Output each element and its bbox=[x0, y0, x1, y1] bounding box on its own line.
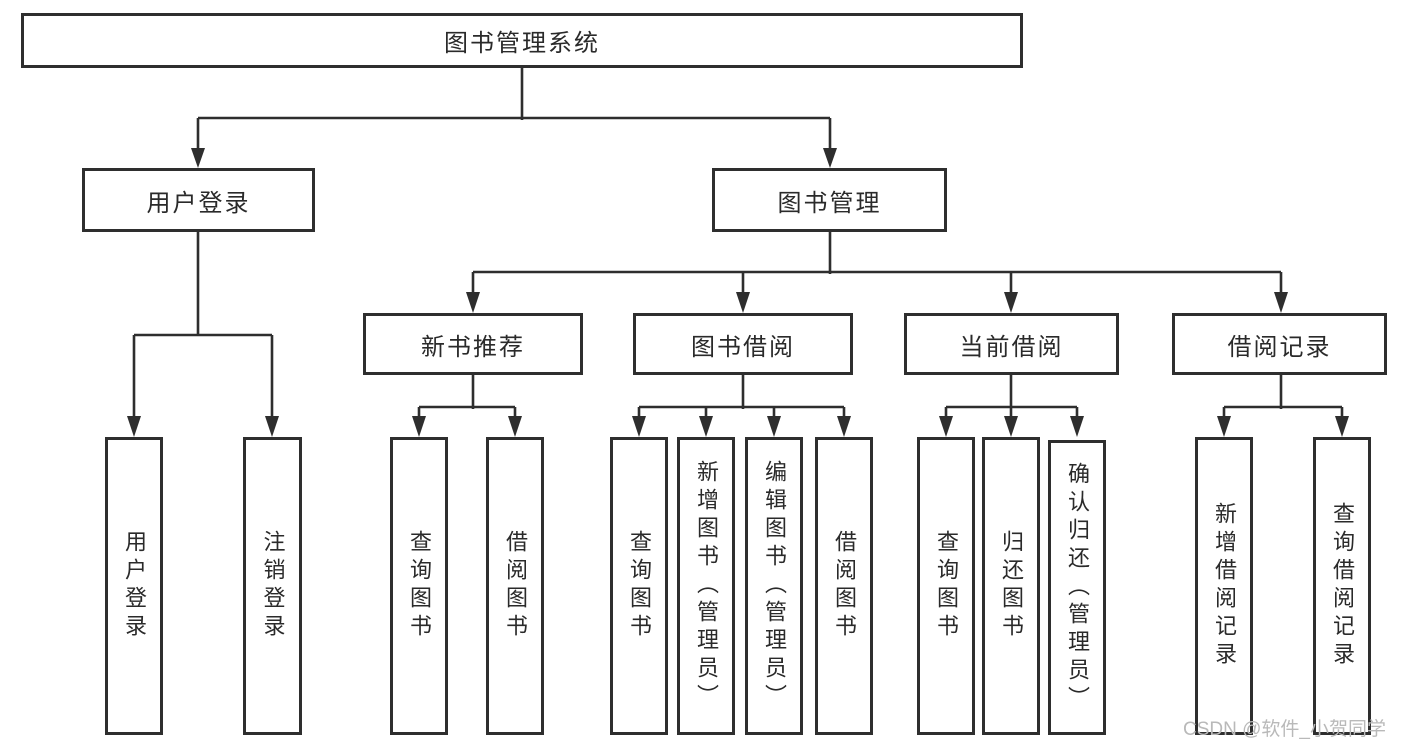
node-book-borrow-label: 图书借阅 bbox=[691, 333, 795, 361]
node-cb-confirm-label: 确认归还（管理员） bbox=[1065, 461, 1090, 714]
node-book-mgmt: 图书管理 bbox=[712, 168, 947, 232]
csdn-watermark: CSDN @软件_小贺同学 bbox=[1183, 719, 1386, 740]
node-current-borrow: 当前借阅 bbox=[904, 313, 1119, 375]
node-cb-return-label: 归还图书 bbox=[999, 530, 1024, 642]
node-book-borrow: 图书借阅 bbox=[633, 313, 853, 375]
node-bb-borrow: 借阅图书 bbox=[815, 437, 873, 735]
node-root: 图书管理系统 bbox=[21, 13, 1023, 68]
node-bb-edit: 编辑图书（管理员） bbox=[745, 437, 803, 735]
node-nb-query: 查询图书 bbox=[390, 437, 448, 735]
node-bb-borrow-label: 借阅图书 bbox=[832, 530, 857, 642]
node-nb-query-label: 查询图书 bbox=[407, 530, 432, 642]
node-br-query-label: 查询借阅记录 bbox=[1330, 502, 1355, 670]
node-ul-logout-label: 注销登录 bbox=[260, 530, 286, 642]
arrowheads bbox=[127, 148, 1349, 437]
node-root-label: 图书管理系统 bbox=[444, 30, 600, 57]
node-bb-edit-label: 编辑图书（管理员） bbox=[762, 460, 787, 712]
node-current-borrow-label: 当前借阅 bbox=[959, 333, 1064, 361]
node-ul-login: 用户登录 bbox=[105, 437, 163, 735]
node-bb-add: 新增图书（管理员） bbox=[677, 437, 735, 735]
node-user-login: 用户登录 bbox=[82, 168, 315, 232]
node-borrow-record-label: 借阅记录 bbox=[1227, 333, 1332, 361]
node-new-book-rec-label: 新书推荐 bbox=[421, 333, 525, 361]
node-cb-query-label: 查询图书 bbox=[934, 530, 959, 642]
node-borrow-record: 借阅记录 bbox=[1172, 313, 1387, 375]
node-ul-login-label: 用户登录 bbox=[122, 530, 147, 642]
node-bb-query-label: 查询图书 bbox=[627, 530, 652, 642]
node-ul-logout: 注销登录 bbox=[243, 437, 302, 735]
node-cb-confirm: 确认归还（管理员） bbox=[1048, 440, 1106, 735]
connector-lines bbox=[132, 68, 1344, 421]
node-br-query: 查询借阅记录 bbox=[1313, 437, 1371, 735]
node-user-login-label: 用户登录 bbox=[146, 189, 251, 217]
node-br-add-label: 新增借阅记录 bbox=[1212, 502, 1237, 670]
node-nb-borrow-label: 借阅图书 bbox=[503, 530, 528, 642]
node-nb-borrow: 借阅图书 bbox=[486, 437, 544, 735]
node-bb-query: 查询图书 bbox=[610, 437, 668, 735]
node-cb-query: 查询图书 bbox=[917, 437, 975, 735]
node-bb-add-label: 新增图书（管理员） bbox=[694, 460, 719, 712]
node-cb-return: 归还图书 bbox=[982, 437, 1040, 735]
node-br-add: 新增借阅记录 bbox=[1195, 437, 1253, 735]
node-new-book-rec: 新书推荐 bbox=[363, 313, 583, 375]
node-book-mgmt-label: 图书管理 bbox=[777, 189, 882, 217]
